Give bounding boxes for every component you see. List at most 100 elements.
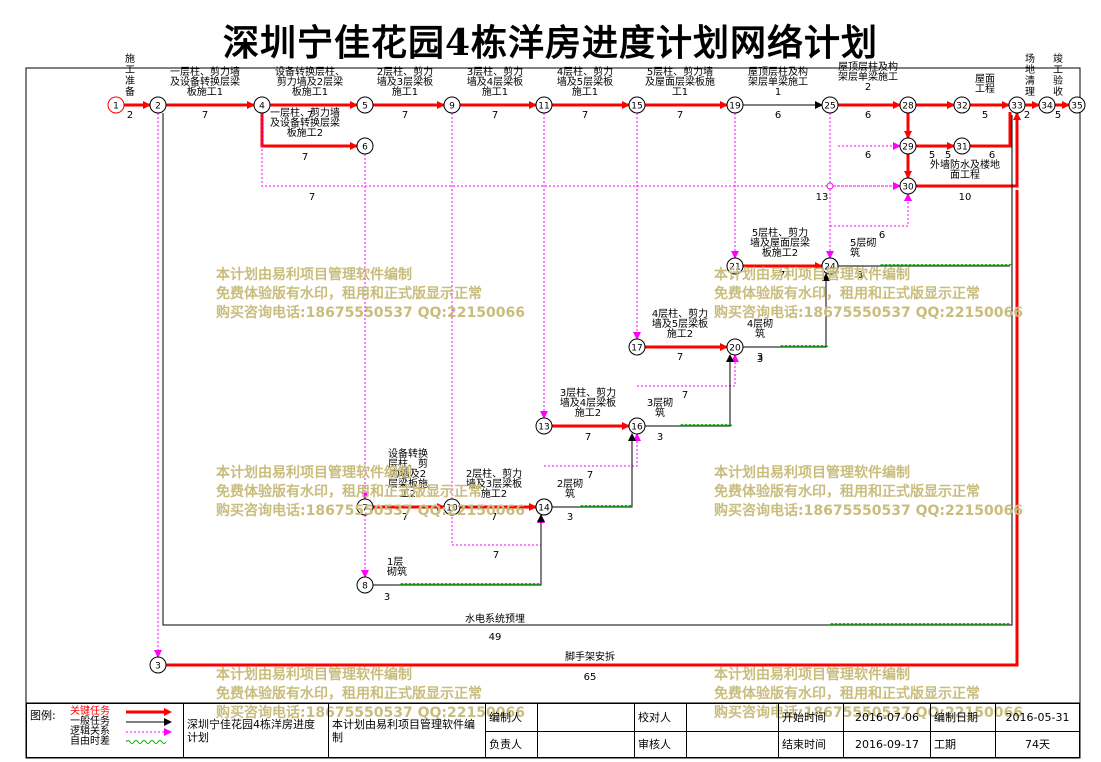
float-value: 6	[865, 150, 871, 161]
node-6[interactable]	[356, 137, 374, 155]
node-label: 11	[538, 102, 549, 112]
node-10[interactable]	[443, 498, 461, 516]
node-label: 2	[155, 102, 161, 112]
task-duration: 7	[585, 432, 591, 443]
node-11[interactable]	[535, 96, 553, 114]
node-13[interactable]	[535, 417, 553, 435]
task-duration: 2	[127, 110, 133, 121]
task-name: 架层单梁施工	[748, 75, 808, 88]
legend-critical-swatch	[126, 708, 172, 716]
task-name: 竣	[1053, 52, 1063, 65]
task-duration: 49	[489, 632, 502, 643]
task-name: 5层柱、剪力	[752, 226, 808, 239]
task-name: 墙及5层梁板	[652, 317, 708, 330]
start-label: 开始时间	[778, 703, 844, 732]
node-17[interactable]	[628, 338, 646, 356]
float-value: 6	[989, 150, 995, 161]
normal-line	[162, 113, 1013, 626]
node-label: 9	[449, 102, 455, 112]
float-wave	[399, 583, 541, 586]
task-duration: 5	[1055, 110, 1061, 121]
node-8[interactable]	[356, 576, 374, 594]
node-29[interactable]	[899, 137, 917, 155]
checker-value[interactable]	[686, 703, 779, 732]
period-label: 工期	[930, 730, 996, 758]
float-value: 7	[493, 550, 499, 561]
task-name: 5层柱、剪力墙	[647, 65, 713, 78]
checker-label: 校对人	[634, 703, 687, 732]
float-value: 13	[816, 192, 829, 203]
task-name: 板施工2	[762, 246, 798, 259]
reviewer-value[interactable]	[686, 730, 779, 758]
end-value: 2016-09-17	[843, 730, 931, 758]
task-duration: 7	[492, 110, 498, 121]
node-28[interactable]	[899, 96, 917, 114]
date-value: 2016-05-31	[995, 703, 1080, 732]
node-15[interactable]	[628, 96, 646, 114]
node-30[interactable]	[899, 177, 917, 195]
node-31[interactable]	[953, 137, 971, 155]
node-label: 15	[631, 102, 642, 112]
task-duration: 7	[302, 152, 308, 163]
node-3[interactable]	[149, 656, 167, 674]
node-32[interactable]	[953, 96, 971, 114]
task-name: 4层砌	[747, 318, 773, 330]
task-name: 设备转换层柱、	[275, 65, 345, 78]
node-25[interactable]	[821, 96, 839, 114]
task-name: 4层柱、剪力	[557, 65, 613, 78]
legend-logic-label: 逻辑关系	[70, 726, 110, 737]
task-name: 工	[125, 65, 135, 76]
task-name: 外墙防水及楼地	[930, 158, 1000, 171]
node-7[interactable]	[356, 498, 374, 516]
node-label: 20	[729, 344, 741, 354]
task-name: 筑	[755, 327, 765, 340]
node-5[interactable]	[356, 96, 374, 114]
logic-junction	[826, 182, 834, 190]
node-label: 30	[902, 183, 914, 193]
task-duration: 5	[982, 110, 988, 121]
task-name: 3层砌	[647, 397, 673, 409]
float-wave	[829, 623, 1011, 626]
node-35[interactable]	[1068, 96, 1086, 114]
task-name: 场	[1025, 52, 1035, 65]
node-label: 3	[155, 662, 161, 672]
node-2[interactable]	[149, 96, 167, 114]
compiler-label: 编制人	[485, 703, 538, 732]
task-name: 准	[125, 75, 135, 87]
node-14[interactable]	[535, 498, 553, 516]
compiler-value[interactable]	[537, 703, 635, 732]
normal-arrow	[743, 273, 830, 348]
node-33[interactable]	[1008, 96, 1026, 114]
legend-normal: 一般任务	[70, 717, 180, 727]
node-34[interactable]	[1038, 96, 1056, 114]
task-name: 2	[865, 82, 871, 93]
node-4[interactable]	[253, 96, 271, 114]
float-value: 7	[309, 192, 315, 203]
node-19[interactable]	[726, 96, 744, 114]
footer-software-note: 本计划由易利项目管理软件编制	[328, 703, 486, 758]
task-name: 层梁板施	[388, 477, 428, 490]
task-name: 及屋面层梁板施	[645, 75, 715, 88]
task-name: 2层柱、剪力	[377, 65, 433, 78]
owner-value[interactable]	[537, 730, 635, 758]
legend-normal-label: 一般任务	[70, 716, 110, 727]
node-20[interactable]	[726, 338, 744, 356]
legend-float-label: 自由时差	[70, 736, 110, 747]
float-value: 3	[857, 270, 863, 281]
node-9[interactable]	[443, 96, 461, 114]
critical-arrow	[166, 190, 1019, 667]
legend: 图例: 关键任务 一般任务 逻辑关系 自由时差	[26, 703, 184, 758]
float-value: 5	[945, 150, 951, 161]
node-label: 34	[1041, 102, 1053, 112]
task-duration: 3	[757, 352, 763, 363]
node-1[interactable]	[107, 96, 125, 114]
node-24[interactable]	[821, 257, 839, 275]
task-name: 2层柱、剪力	[466, 467, 522, 480]
task-name: 墙及4层梁板	[560, 396, 616, 409]
node-21[interactable]	[726, 257, 744, 275]
node-label: 21	[729, 263, 740, 273]
legend-float-swatch	[126, 740, 167, 744]
node-16[interactable]	[628, 417, 646, 435]
legend-label: 图例:	[30, 709, 56, 722]
task-name: 及设备转换层梁	[170, 75, 240, 88]
